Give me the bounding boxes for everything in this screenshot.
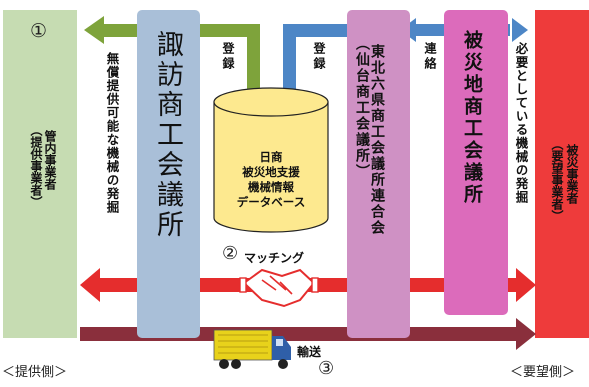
- database-line-1: 日商: [259, 150, 283, 164]
- provider-side-label: ＜提供側＞: [2, 365, 68, 380]
- suwa-panel: [137, 10, 200, 338]
- requester-label: 被災事業者: [565, 144, 579, 204]
- database-line-3: 機械情報: [248, 180, 294, 194]
- discover-need-label: 必要としている機械の発掘: [513, 42, 529, 204]
- tohoku-panel: [347, 10, 410, 338]
- transport-label: 輸送: [297, 345, 322, 359]
- hisaichi-panel: [444, 10, 508, 315]
- matching-number: ②: [222, 243, 239, 264]
- hisaichi-label: 被災地商工会議所: [461, 30, 483, 206]
- tohoku-sub: （仙台商工会議所）: [354, 36, 370, 180]
- contact-label: 連絡: [423, 42, 437, 72]
- discover-free-arrow: [84, 16, 137, 44]
- register-right-label: 登録: [312, 42, 326, 72]
- database-text: 日商 被災地支援 機械情報 データベース: [214, 150, 328, 210]
- database-line-2: 被災地支援: [242, 165, 300, 179]
- handshake-icon: [239, 268, 319, 308]
- discover-free-label: 無償提供可能な機械の発掘: [104, 52, 120, 214]
- provider-number: ①: [30, 20, 48, 42]
- suwa-label: 諏訪商工会議所: [152, 30, 183, 240]
- database-line-4: データベース: [236, 195, 306, 209]
- requester-side-label: ＜要望側＞: [510, 365, 576, 380]
- provider-sub: （提供事業者）: [29, 124, 43, 208]
- provider-panel: [3, 10, 77, 338]
- requester-sub: （要望事業者）: [550, 138, 564, 222]
- tohoku-label: 東北六県商工会議所連合会: [369, 44, 385, 236]
- truck-icon: [213, 329, 291, 369]
- provider-label: 管内事業者: [43, 130, 57, 190]
- transport-number: ③: [318, 358, 335, 379]
- matching-label: マッチング: [244, 251, 305, 265]
- requester-panel: [535, 10, 589, 338]
- register-left-label: 登録: [221, 42, 235, 72]
- database-cylinder: [213, 87, 329, 233]
